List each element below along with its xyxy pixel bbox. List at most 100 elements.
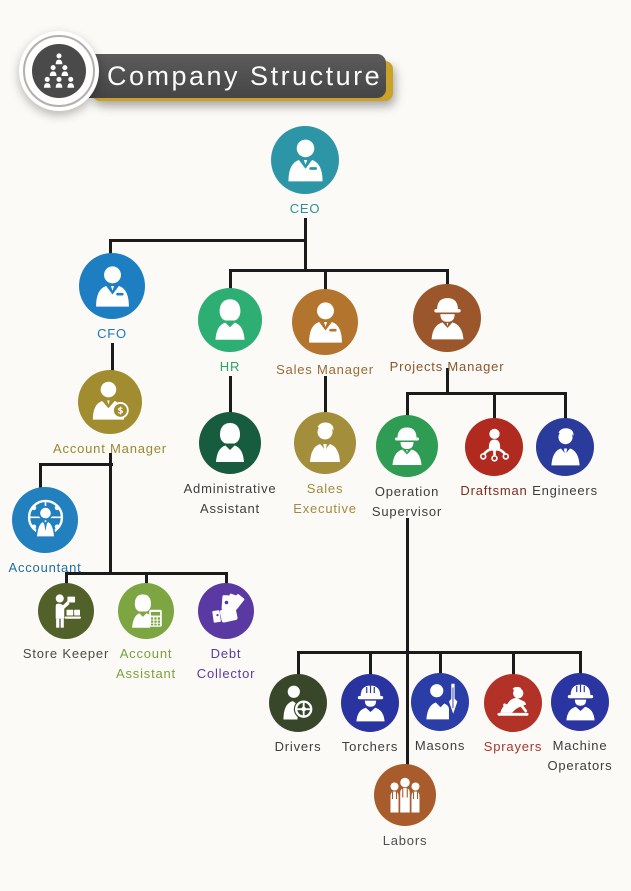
label-line: HR (219, 359, 241, 374)
org-node-label-accountant: Accountant (0, 558, 120, 578)
org-node-labors (374, 764, 436, 826)
engineer-icon (382, 421, 432, 471)
org-node-account-manager (78, 370, 142, 434)
org-node-drivers (269, 674, 327, 732)
connector-line (224, 573, 228, 584)
org-node-projects-manager (413, 284, 481, 352)
connector-line (108, 238, 307, 242)
label-line: Account (119, 646, 173, 661)
connector-line (38, 462, 113, 466)
label-line: Torchers (341, 739, 399, 754)
connector-line (64, 571, 228, 575)
label-line: Executive (293, 501, 357, 516)
org-node-label-drivers: Drivers (223, 737, 373, 757)
label-line: Operators (547, 758, 613, 773)
connector-line (296, 650, 582, 654)
woman-icon (204, 294, 256, 346)
label-line: CEO (289, 201, 321, 216)
connector-line (563, 393, 567, 419)
label-line: Operation (374, 484, 440, 499)
sprayer-icon (490, 680, 537, 727)
org-node-label-engineers: Engineers (490, 481, 631, 501)
org-node-sales-executive (294, 412, 356, 474)
label-line: Supervisor (371, 504, 443, 519)
page-title-banner: Company Structure (73, 54, 386, 98)
label-line: Sales (306, 481, 344, 496)
org-node-label-hr: HR (155, 357, 305, 377)
connector-line (144, 573, 148, 584)
connector-line (438, 652, 442, 674)
woman-icon (205, 418, 255, 468)
connector-line (228, 268, 449, 272)
connector-line (492, 393, 496, 419)
org-node-accountant (12, 487, 78, 553)
label-line: Collector (196, 666, 256, 681)
company-structure-badge (19, 31, 99, 111)
connector-line (405, 391, 567, 395)
org-node-store-keeper (38, 583, 94, 639)
connector-line (64, 573, 68, 584)
org-node-machine-operators (551, 673, 609, 731)
label-line: CFO (97, 326, 127, 341)
connector-line (228, 270, 232, 289)
org-node-label-ceo: CEO (230, 199, 380, 219)
businessman-icon (278, 133, 333, 188)
businessman-icon (299, 296, 352, 349)
connector-line (323, 270, 327, 290)
org-node-label-store-keeper: Store Keeper (0, 644, 141, 664)
money-icon (204, 589, 249, 634)
org-node-sales-manager (292, 289, 358, 355)
connector-line (368, 652, 372, 675)
page-title: Company Structure (107, 60, 383, 91)
label-line: Drivers (274, 739, 322, 754)
mason-icon (417, 679, 464, 726)
label-line: Accountant (8, 560, 82, 575)
org-node-hr (198, 288, 262, 352)
org-node-debt-collector (198, 583, 254, 639)
connector-line (405, 518, 409, 765)
welder-icon (347, 680, 394, 727)
org-node-label-projects-manager: Projects Manager (372, 357, 522, 377)
org-node-label-draftsman: Draftsman (419, 481, 569, 501)
label-line: Store Keeper (22, 646, 110, 661)
org-node-administrative-assistant (199, 412, 261, 474)
connector-line (303, 218, 307, 272)
driver-icon (275, 680, 322, 727)
draftsman-icon (471, 424, 518, 471)
org-node-label-masons: Masons (365, 736, 515, 756)
label-line: Assistant (116, 666, 176, 681)
org-node-masons (411, 673, 469, 731)
label-line: Draftsman (460, 483, 528, 498)
org-node-label-account-manager: Account Manager (35, 439, 185, 459)
org-node-label-torchers: Torchers (295, 737, 445, 757)
tie-man-icon (542, 424, 589, 471)
connector-line (445, 368, 449, 394)
org-node-draftsman (465, 418, 523, 476)
workers3-icon (380, 770, 430, 820)
badge-core (32, 44, 86, 98)
globe-man-icon (19, 494, 72, 547)
connector-line (110, 343, 114, 371)
connector-line (445, 270, 449, 285)
connector-line (296, 652, 300, 675)
woman-calculator-icon (124, 589, 169, 634)
connector-line (38, 464, 42, 488)
welder-icon (557, 679, 604, 726)
label-line: Masons (414, 738, 466, 753)
org-node-label-cfo: CFO (37, 324, 187, 344)
org-node-sprayers (484, 674, 542, 732)
money-man-icon (84, 376, 136, 428)
connector-line (323, 376, 327, 413)
org-people-icon (38, 50, 80, 92)
label-line: Debt (210, 646, 242, 661)
connector-line (405, 393, 409, 416)
org-node-ceo (271, 126, 339, 194)
org-node-label-labors: Labors (330, 831, 480, 851)
